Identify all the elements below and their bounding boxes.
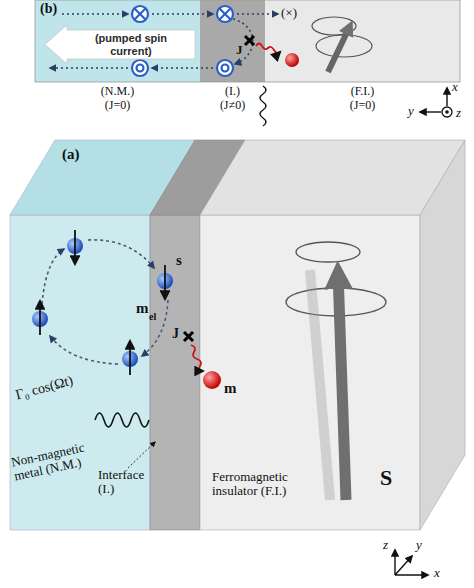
circle-shape bbox=[445, 110, 449, 114]
axis-label: z bbox=[383, 538, 388, 552]
line-shape bbox=[446, 88, 447, 106]
spin-out-symbols bbox=[132, 60, 233, 76]
line-shape bbox=[184, 332, 193, 341]
line-shape bbox=[220, 9, 231, 20]
spin-ghost bbox=[310, 270, 330, 500]
path-shape bbox=[50, 336, 118, 364]
circle-shape bbox=[137, 65, 144, 72]
axes-b bbox=[420, 88, 452, 117]
line-shape bbox=[245, 36, 254, 45]
arrow-text: (pumped spin current) bbox=[90, 32, 172, 56]
circle-shape bbox=[132, 60, 148, 76]
magnon-ball bbox=[285, 53, 299, 67]
panel-letter: (a) bbox=[62, 146, 80, 163]
line-shape bbox=[420, 111, 441, 112]
exchange-label: J bbox=[172, 326, 179, 341]
dotted-arrow bbox=[152, 13, 213, 15]
insulator-front bbox=[200, 215, 420, 530]
line-shape bbox=[220, 9, 231, 20]
line-shape bbox=[245, 36, 254, 45]
spin-current-arrow: (pumped spin current) bbox=[45, 25, 195, 64]
region-label: (N.M.) bbox=[35, 85, 200, 99]
spin-subscript: el bbox=[149, 311, 156, 322]
metal-region: (N.M.)(J=0)(pumped spin current) bbox=[35, 0, 200, 82]
region-label: (J=0) bbox=[265, 99, 460, 113]
spin-label: S bbox=[380, 466, 392, 490]
line-shape bbox=[394, 550, 395, 575]
interface-region: (I.)(J≠0) bbox=[200, 0, 265, 82]
region-caption: (N.M.)(J=0) bbox=[35, 85, 200, 113]
line-shape bbox=[184, 332, 193, 341]
interface-region bbox=[200, 0, 265, 82]
dotted-arrow bbox=[50, 67, 128, 69]
axis-label: x bbox=[434, 566, 440, 580]
circle-shape bbox=[442, 107, 452, 117]
spin-flip-mark: (×) bbox=[281, 6, 297, 20]
electron-balls bbox=[32, 238, 173, 367]
magnon-wave bbox=[256, 44, 280, 54]
line-shape bbox=[74, 230, 76, 264]
line-shape bbox=[129, 341, 131, 375]
spin-arrow bbox=[328, 26, 350, 72]
path-shape bbox=[42, 249, 64, 304]
region-caption: (F.I.)(J=0) bbox=[265, 85, 460, 113]
circle-shape bbox=[132, 6, 148, 22]
material-label: Interface (I.) bbox=[98, 468, 158, 497]
dotted-arrow bbox=[152, 67, 213, 69]
magnon-label: m bbox=[224, 380, 237, 397]
panel-a bbox=[10, 140, 465, 575]
metal-front bbox=[10, 215, 150, 530]
dotted-arrow bbox=[237, 13, 278, 15]
region-label: (J=0) bbox=[35, 99, 200, 113]
dotted-arrow bbox=[62, 13, 128, 15]
drive-wave bbox=[260, 86, 266, 126]
metal-region bbox=[35, 0, 200, 82]
line-shape bbox=[395, 574, 428, 575]
exchange-cross bbox=[184, 332, 193, 341]
circle-shape bbox=[217, 6, 233, 22]
insulator-region bbox=[265, 0, 460, 82]
leader-line bbox=[128, 442, 155, 468]
panel-letter: (b) bbox=[40, 1, 57, 16]
line-shape bbox=[164, 265, 166, 299]
axis-label: z bbox=[456, 106, 461, 120]
magnon-wave bbox=[191, 345, 203, 371]
region-label: (J≠0) bbox=[200, 99, 265, 113]
spin-in-symbols bbox=[132, 6, 233, 22]
exchange-label: J bbox=[236, 43, 243, 57]
axis-label: y bbox=[408, 104, 414, 118]
arrow-polygon bbox=[45, 25, 195, 64]
insulator-side bbox=[420, 140, 465, 530]
precession-orbit bbox=[296, 242, 360, 262]
line-shape bbox=[135, 9, 146, 20]
region-label: (F.I.) bbox=[265, 85, 460, 99]
panel-frame bbox=[35, 0, 460, 82]
spin-label: s bbox=[176, 252, 182, 269]
magnon-ball bbox=[203, 371, 221, 389]
axis-label: x bbox=[452, 80, 458, 94]
region-caption: (I.)(J≠0) bbox=[200, 85, 265, 113]
spin-label: m bbox=[136, 300, 149, 317]
panel-b bbox=[35, 0, 460, 126]
arrow-label: (pumped spin current) bbox=[90, 32, 172, 56]
electron-spins bbox=[40, 230, 165, 375]
region-label: (I.) bbox=[200, 85, 265, 99]
circle-shape bbox=[217, 60, 233, 76]
circle-shape bbox=[222, 65, 229, 72]
path-shape bbox=[88, 240, 154, 268]
insulator-top bbox=[200, 140, 465, 215]
line-shape bbox=[39, 301, 41, 335]
line-shape bbox=[135, 9, 146, 20]
drive-wave bbox=[95, 413, 149, 427]
electron-cycle bbox=[42, 240, 168, 364]
interface-front bbox=[150, 215, 200, 530]
line-shape bbox=[395, 556, 412, 575]
spin-arrow bbox=[338, 272, 346, 500]
axis-label: y bbox=[416, 538, 422, 552]
exchange-cross bbox=[245, 36, 254, 45]
material-label: Ferromagnetic insulator (F.I.) bbox=[212, 470, 322, 499]
axes-a bbox=[395, 550, 428, 575]
